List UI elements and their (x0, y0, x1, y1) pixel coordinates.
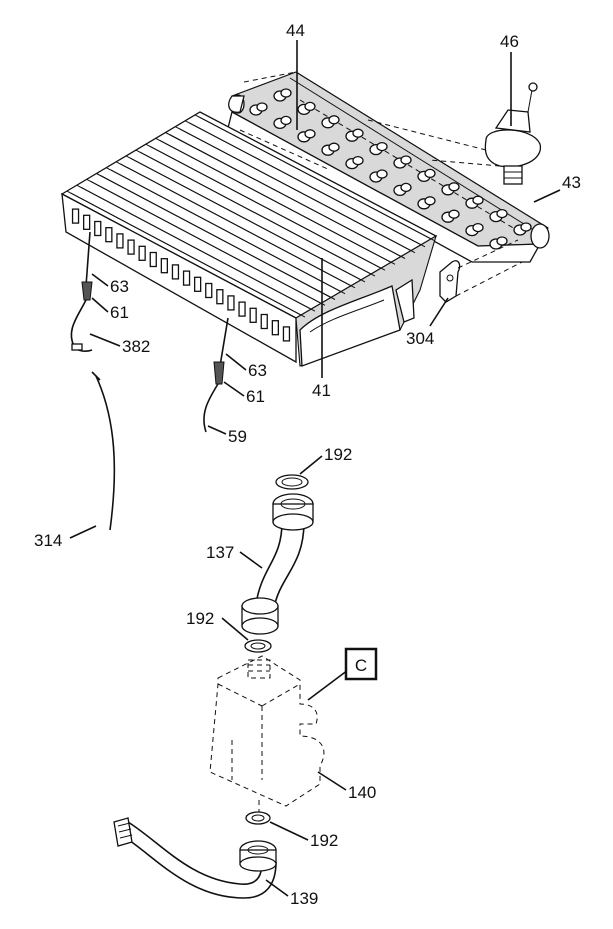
label-44: 44 (286, 21, 305, 40)
component-c-marker: C (344, 647, 378, 681)
label-63-right: 63 (248, 361, 267, 380)
front-slot (182, 270, 191, 286)
gas-cock-46 (367, 82, 541, 185)
front-slot (105, 227, 113, 243)
electrode-right (203, 317, 229, 433)
injector-nozzle (417, 182, 460, 210)
label-43: 43 (562, 173, 581, 192)
front-slots (71, 208, 291, 342)
burner-blade-edge (119, 163, 356, 289)
front-slot (271, 320, 280, 336)
front-slot (160, 258, 169, 274)
burner-blade-edge (188, 122, 426, 248)
injector-nozzle (345, 141, 388, 170)
injector-nozzle (489, 222, 532, 250)
front-slot (116, 233, 124, 249)
injector-nozzle (369, 155, 412, 183)
burner-blade-edge (80, 186, 316, 312)
front-slot (193, 276, 202, 292)
burner-blade-edge (149, 145, 386, 271)
label-63-left: 63 (110, 277, 129, 296)
front-slot (227, 295, 235, 311)
front-slot (94, 220, 102, 237)
label-59: 59 (228, 427, 247, 446)
label-41: 41 (312, 381, 331, 400)
front-slot (127, 239, 135, 255)
seal-192-bottom (245, 811, 271, 825)
burner-blade-edge (139, 151, 376, 277)
burner-body (60, 95, 438, 367)
injector-nozzle (297, 115, 340, 143)
housing-140 (209, 655, 325, 814)
burner-blade-edge (179, 128, 416, 254)
injector-nozzles (249, 88, 532, 250)
front-slot (205, 282, 213, 299)
front-slot (282, 326, 291, 342)
label-c: C (355, 656, 367, 675)
front-slot (149, 251, 157, 268)
pipe-137 (241, 493, 314, 635)
label-382: 382 (122, 337, 150, 356)
front-slot (171, 264, 180, 280)
label-61-left: 61 (110, 303, 129, 322)
injector-nozzle (393, 168, 436, 197)
injector-nozzle (321, 128, 364, 156)
electrode-left (70, 231, 93, 352)
injector-nozzle (273, 101, 316, 130)
front-slot (216, 289, 224, 305)
front-slot (238, 301, 246, 317)
seal-192-top (275, 474, 309, 490)
front-slot (249, 307, 257, 323)
label-304: 304 (406, 329, 434, 348)
pipe-139 (113, 817, 277, 899)
label-140: 140 (348, 783, 376, 802)
front-slot (71, 208, 80, 224)
burner-blade-edge (159, 139, 396, 265)
label-314: 314 (34, 531, 62, 550)
burner-blade-edge (70, 192, 306, 318)
label-61-right: 61 (246, 387, 265, 406)
injector-nozzle (465, 208, 508, 237)
burner-blade-edge (100, 175, 336, 300)
burner-blade-edge (198, 116, 436, 242)
injector-nozzle (249, 88, 292, 116)
label-46: 46 (500, 32, 519, 51)
seal-192-middle (244, 639, 272, 653)
label-192-bottom: 192 (310, 831, 338, 850)
injector-nozzle (441, 195, 484, 223)
burner-blade-edge (110, 169, 346, 295)
burner-blade-edge (90, 180, 326, 306)
label-139: 139 (290, 889, 318, 908)
label-192-middle: 192 (186, 609, 214, 628)
front-slot (83, 214, 91, 230)
burner-blade-edge (129, 157, 366, 283)
leader-lines (69, 40, 561, 897)
assembly-guides (239, 71, 331, 171)
cable-314 (91, 371, 116, 531)
label-137: 137 (206, 543, 234, 562)
label-192-top: 192 (324, 445, 352, 464)
burner-blades (66, 114, 436, 318)
front-slot (260, 313, 268, 330)
burner-blade-edge (169, 134, 406, 259)
bracket-304 (439, 239, 523, 303)
front-slot (138, 245, 146, 261)
